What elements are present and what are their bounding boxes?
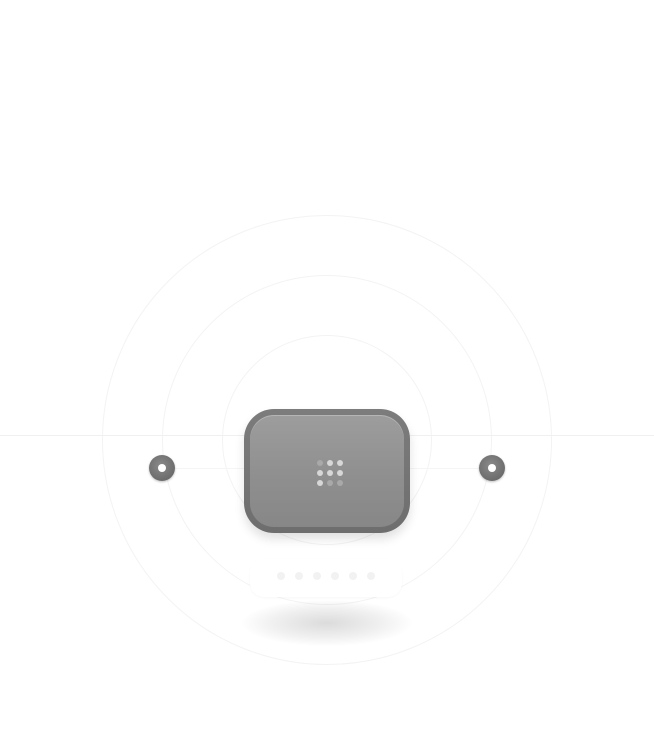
tray-dot [349, 572, 357, 580]
tray-dot [295, 572, 303, 580]
tray-dots [250, 572, 402, 580]
tray-dot [367, 572, 375, 580]
background-ring-inner [222, 335, 432, 545]
tray-dot [277, 572, 285, 580]
device-shadow [242, 600, 412, 646]
left-knob-icon[interactable] [149, 455, 175, 481]
grid-dot [337, 460, 343, 466]
grid-dot [317, 470, 323, 476]
background-ring-middle [162, 275, 492, 605]
grid-dot [327, 470, 333, 476]
connector-line-right [404, 435, 654, 436]
grid-dot [337, 480, 343, 486]
grid-icon [317, 460, 347, 490]
grid-dot [327, 460, 333, 466]
right-knob-icon[interactable] [479, 455, 505, 481]
grid-dot [327, 480, 333, 486]
connector-line-left [0, 435, 250, 436]
tray-dot [331, 572, 339, 580]
background-ring-outer [102, 215, 552, 665]
center-device-button[interactable] [244, 409, 410, 533]
grid-dot [337, 470, 343, 476]
device-face [250, 415, 404, 527]
grid-dot [317, 460, 323, 466]
tray-dot [313, 572, 321, 580]
grid-dot [317, 480, 323, 486]
device-tray [250, 559, 402, 597]
